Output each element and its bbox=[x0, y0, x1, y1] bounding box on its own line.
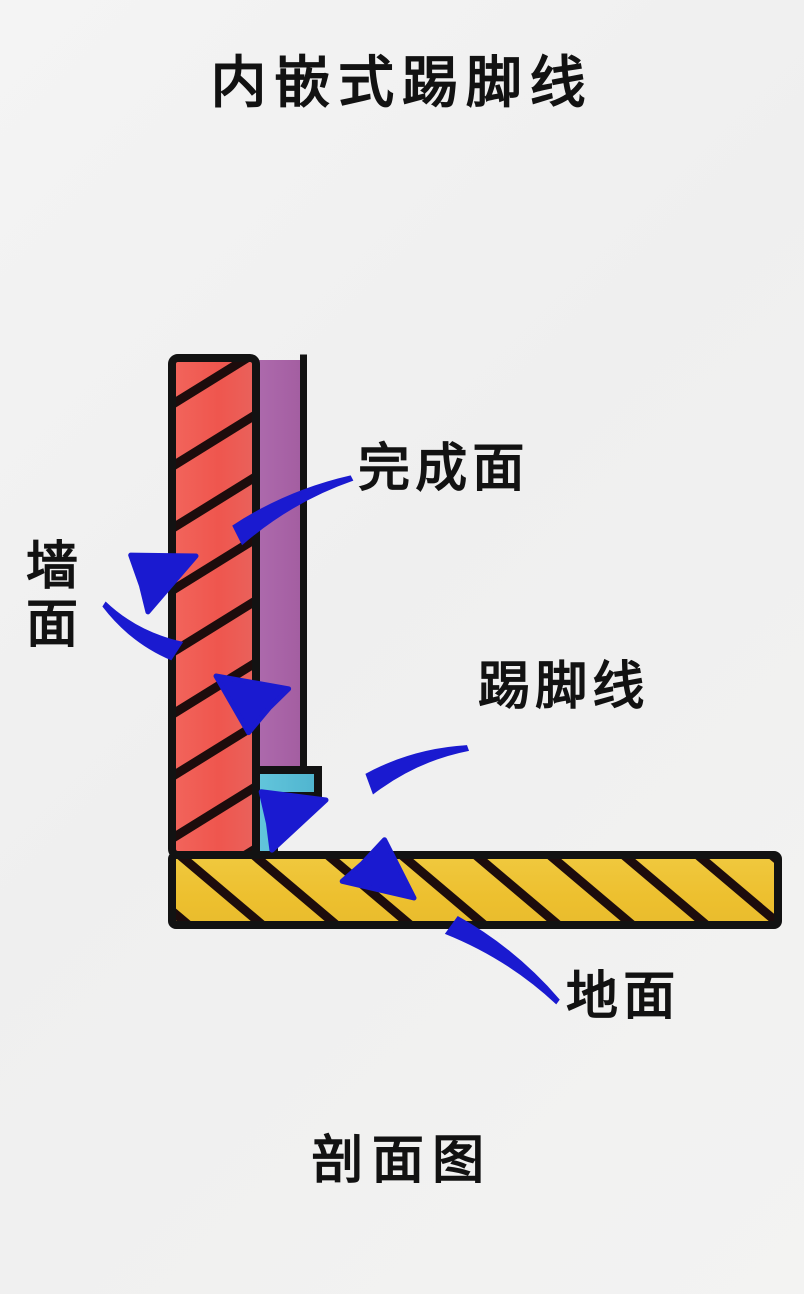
wall-layer bbox=[168, 354, 260, 859]
annotation-arrows bbox=[102, 475, 560, 1005]
page-title: 内嵌式踢脚线 bbox=[210, 51, 594, 114]
label-baseboard: 踢脚线 bbox=[478, 658, 650, 716]
bottom-caption: 剖面图 bbox=[311, 1132, 493, 1190]
floor-layer bbox=[168, 851, 782, 929]
ground-arrow bbox=[339, 837, 560, 1005]
label-finish-surface: 完成面 bbox=[358, 440, 530, 498]
label-ground: 地面 bbox=[566, 968, 681, 1026]
finish-surface-arrow bbox=[128, 475, 354, 615]
wall-surface-arrow bbox=[102, 601, 292, 736]
baseboard-arrow bbox=[258, 745, 470, 853]
label-wall-surface: 墙 面 bbox=[26, 538, 84, 655]
